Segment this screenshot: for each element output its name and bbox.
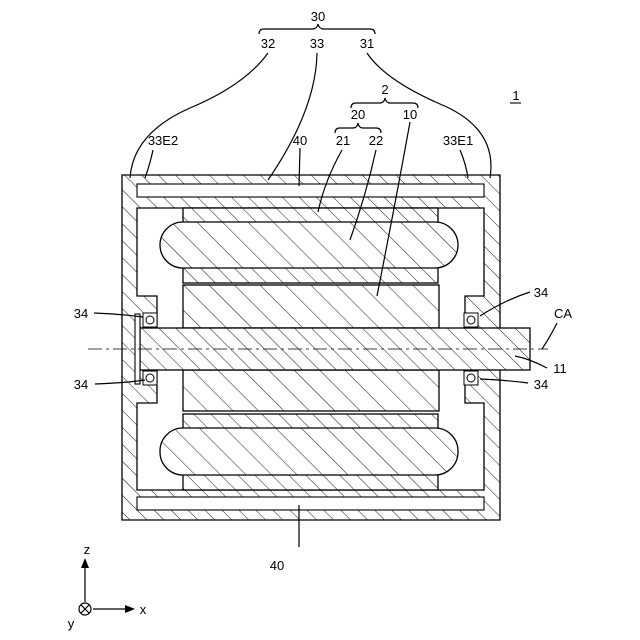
cooling-channel-top [137, 184, 484, 197]
label-34-lower-right: 34 [534, 377, 548, 392]
z-arrow-icon [81, 558, 89, 568]
label-ca: CA [554, 306, 572, 321]
coordinate-axes: z x y [68, 542, 147, 631]
label-10: 10 [403, 107, 417, 122]
label-30: 30 [311, 9, 325, 24]
label-22: 22 [369, 133, 383, 148]
label-33e2: 33E2 [148, 133, 178, 148]
coil-bottom [160, 428, 458, 475]
label-34-upper-left: 34 [74, 306, 88, 321]
label-31: 31 [360, 36, 374, 51]
label-40-bottom: 40 [270, 558, 284, 573]
label-21: 21 [336, 133, 350, 148]
axis-label-y: y [68, 616, 75, 631]
label-32: 32 [261, 36, 275, 51]
label-1: 1 [512, 88, 519, 103]
coil-top [160, 222, 458, 268]
axis-label-z: z [84, 542, 91, 557]
rotor-core-bottom [183, 370, 439, 411]
label-40-top: 40 [293, 133, 307, 148]
label-20: 20 [351, 107, 365, 122]
brace-20 [335, 123, 381, 133]
label-33: 33 [310, 36, 324, 51]
x-arrow-icon [125, 605, 135, 613]
label-33e1: 33E1 [443, 133, 473, 148]
label-34-lower-left: 34 [74, 377, 88, 392]
label-34-upper-right: 34 [534, 285, 548, 300]
rotor-core-top [183, 285, 439, 328]
brace-30 [259, 24, 375, 34]
label-11: 11 [553, 361, 567, 376]
cooling-channel-bottom [137, 497, 484, 510]
axis-label-x: x [140, 602, 147, 617]
label-2: 2 [381, 82, 388, 97]
